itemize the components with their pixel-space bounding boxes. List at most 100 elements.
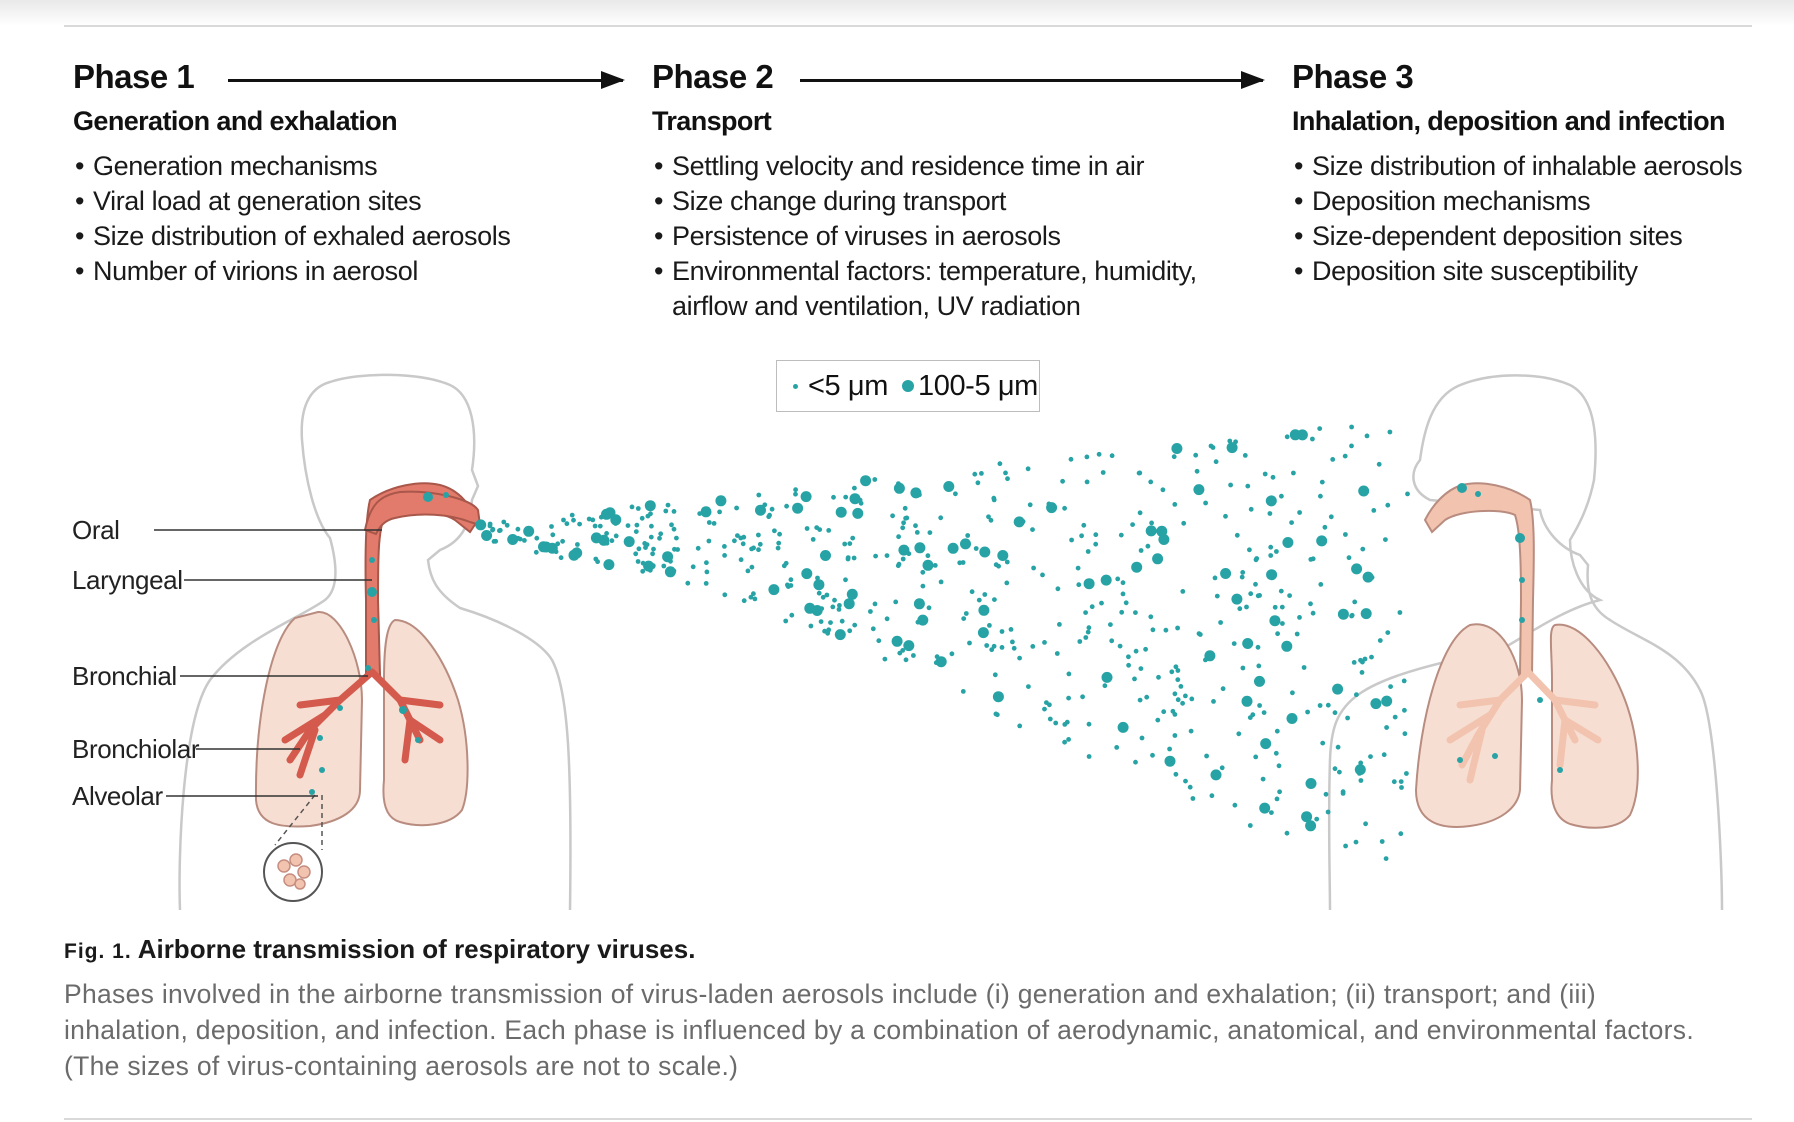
small-aerosol (1026, 684, 1031, 689)
small-aerosol (920, 569, 926, 575)
large-aerosol (664, 566, 676, 578)
phase-1-bullet: Generation mechanisms (73, 149, 593, 184)
small-aerosol (1250, 712, 1256, 718)
small-aerosol (991, 497, 997, 503)
small-aerosol (1234, 532, 1240, 538)
small-aerosol (868, 609, 873, 614)
small-aerosol (1084, 454, 1090, 460)
small-aerosol (896, 561, 902, 567)
small-aerosol (1155, 717, 1161, 723)
small-aerosol (1077, 639, 1083, 644)
small-aerosol (911, 653, 916, 658)
small-aerosol (1169, 669, 1175, 675)
small-aerosol (851, 555, 857, 561)
small-aerosol (1385, 502, 1391, 508)
large-aerosol (755, 504, 766, 516)
small-aerosol (1096, 451, 1102, 457)
large-aerosol (1296, 429, 1308, 441)
small-aerosol (994, 712, 1000, 718)
large-aerosol (820, 550, 831, 561)
small-aerosol (643, 545, 648, 550)
small-aerosol (1010, 639, 1015, 645)
small-aerosol (740, 541, 746, 547)
small-aerosol (1213, 459, 1219, 465)
small-aerosol (1075, 565, 1081, 571)
small-aerosol (1233, 439, 1238, 445)
small-aerosol (1027, 502, 1033, 508)
large-aerosol (1305, 778, 1317, 789)
phase-1-block: Phase 1 Generation and exhalation Genera… (73, 55, 593, 289)
small-aerosol (597, 523, 603, 529)
small-aerosol (639, 515, 645, 521)
large-aerosol (1164, 755, 1176, 767)
small-aerosol (592, 523, 598, 529)
small-aerosol (640, 568, 646, 574)
small-aerosol (901, 520, 906, 526)
small-aerosol (1405, 491, 1410, 497)
aerosol-cloud (475, 424, 1410, 861)
small-aerosol (1269, 810, 1274, 815)
small-aerosol (486, 533, 491, 538)
small-aerosol (826, 528, 832, 533)
small-aerosol (1239, 574, 1245, 580)
small-aerosol (1349, 612, 1355, 618)
small-aerosol (1343, 532, 1348, 537)
large-aerosol (1381, 695, 1393, 707)
phase-2-heading: Phase 2 (652, 58, 774, 95)
small-aerosol (914, 530, 920, 535)
small-aerosol (1004, 580, 1010, 586)
left-lung-right-lobe (254, 610, 364, 828)
small-aerosol (1057, 622, 1062, 627)
site-label-bronchial: Bronchial (72, 661, 177, 691)
small-aerosol (1030, 644, 1036, 649)
large-aerosol (977, 627, 989, 639)
small-aerosol (960, 689, 966, 694)
large-aerosol (700, 506, 712, 518)
small-aerosol (1399, 785, 1404, 790)
small-aerosol (1188, 728, 1194, 734)
small-aerosol (647, 567, 653, 573)
phase-2-bullet: Settling velocity and residence time in … (652, 149, 1212, 184)
small-aerosol (1335, 744, 1341, 750)
small-aerosol (1172, 712, 1178, 717)
airway-aerosol (1557, 767, 1563, 773)
small-aerosol (497, 527, 503, 533)
small-aerosol (648, 534, 654, 540)
small-aerosol (831, 494, 836, 500)
phase-1-bullet: Number of virions in aerosol (73, 254, 593, 289)
small-aerosol (1193, 452, 1199, 458)
small-aerosol (668, 558, 673, 564)
small-aerosol (635, 506, 641, 511)
small-aerosol (752, 596, 758, 602)
small-aerosol (1126, 662, 1131, 668)
small-aerosol (1180, 589, 1186, 594)
small-aerosol (1194, 468, 1200, 474)
left-lung-left-lobe (382, 618, 469, 827)
large-aerosol (960, 538, 971, 550)
small-aerosol (1255, 593, 1261, 599)
small-aerosol (1167, 746, 1172, 752)
large-aerosol (1226, 442, 1238, 454)
large-aerosol (1316, 535, 1328, 547)
small-aerosol (1117, 643, 1123, 649)
large-aerosol (1242, 638, 1254, 649)
right-person-outline (1327, 374, 1724, 911)
airway-aerosol (369, 557, 375, 563)
small-aerosol (1278, 588, 1284, 594)
large-aerosol (978, 604, 990, 616)
small-aerosol (1297, 510, 1302, 515)
small-aerosol (1279, 493, 1284, 499)
small-aerosol (839, 618, 845, 624)
small-aerosol (1173, 664, 1179, 670)
small-aerosol (1255, 644, 1261, 650)
small-aerosol (1385, 630, 1391, 635)
small-aerosol (690, 564, 696, 570)
small-aerosol (1133, 648, 1139, 654)
caption-title: Fig. 1.Airborne transmission of respirat… (64, 934, 695, 965)
small-aerosol (1109, 453, 1115, 459)
small-aerosol (1240, 570, 1246, 575)
small-aerosol (847, 541, 853, 546)
small-aerosol (804, 526, 810, 531)
small-aerosol (1279, 604, 1285, 610)
phase-1-subheading: Generation and exhalation (73, 106, 398, 136)
